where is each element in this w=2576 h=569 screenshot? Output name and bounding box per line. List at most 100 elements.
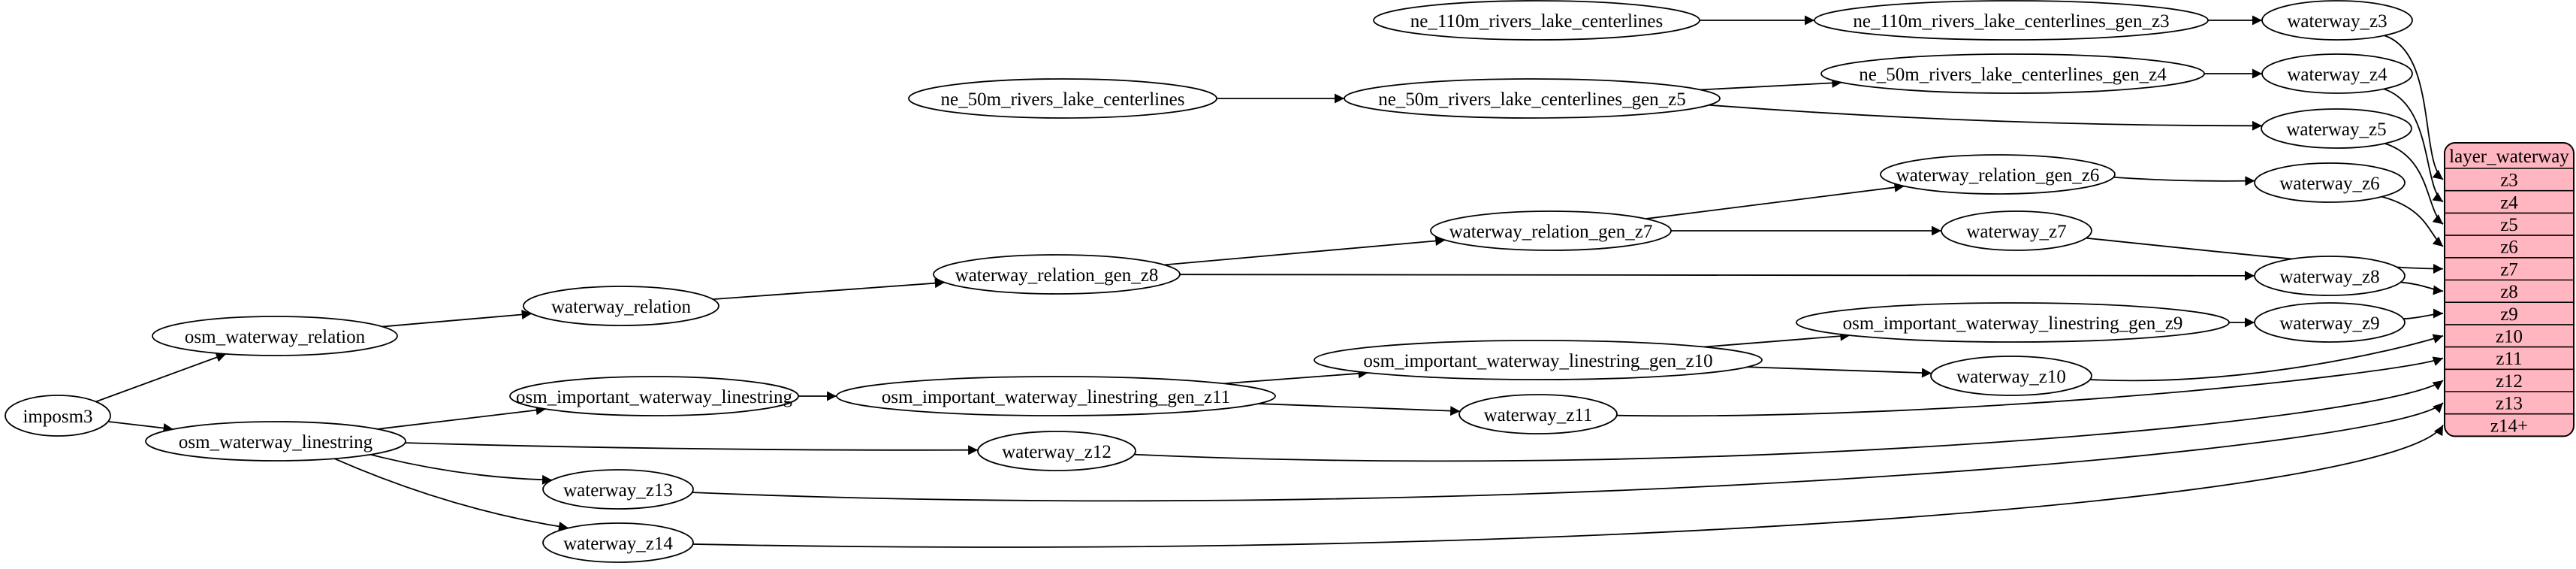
node-waterway_z5: waterway_z5 (2261, 108, 2412, 149)
node-waterway_z9-label: waterway_z9 (2279, 313, 2379, 334)
node-ne_110m_rivers_lake_centerlines_gen_z3-label: ne_110m_rivers_lake_centerlines_gen_z3 (1853, 11, 2169, 32)
node-ne_50m_rivers_lake_centerlines_gen_z5-label: ne_50m_rivers_lake_centerlines_gen_z5 (1378, 89, 1686, 110)
node-waterway_relation: waterway_relation (523, 286, 719, 326)
node-waterway_z12: waterway_z12 (977, 431, 1136, 471)
node-waterway_z12-shape (977, 431, 1136, 471)
node-ne_110m_rivers_lake_centerlines_gen_z3-shape (1814, 0, 2209, 41)
node-waterway_z8-shape (2254, 256, 2406, 296)
node-ne_110m_rivers_lake_centerlines-label: ne_110m_rivers_lake_centerlines (1410, 11, 1663, 32)
node-waterway_z4-shape (2261, 53, 2413, 94)
edge-osm_waterway_linestring-to-waterway_z12 (405, 442, 979, 456)
node-waterway_z9: waterway_z9 (2254, 302, 2406, 343)
edge-osm_important_waterway_linestring_gen_z11-to-waterway_z11 (1258, 403, 1461, 416)
node-waterway_z6: waterway_z6 (2254, 162, 2406, 203)
node-waterway_z3-label: waterway_z3 (2287, 11, 2387, 32)
node-imposm3: imposm3 (5, 395, 111, 437)
node-osm_waterway_relation-label: osm_waterway_relation (185, 327, 366, 347)
edge-imposm3-to-osm_waterway_linestring (107, 420, 173, 433)
edge-waterway_z9-to-layer_waterway-z9 (2403, 308, 2444, 320)
edge-waterway_z5-to-layer_waterway-z5 (2384, 143, 2444, 225)
edge-waterway_relation-to-waterway_relation_gen_z8 (713, 278, 945, 301)
node-waterway_relation_gen_z7-label: waterway_relation_gen_z7 (1449, 222, 1653, 242)
node-waterway_z7-label: waterway_z7 (1966, 222, 2066, 242)
node-waterway_z6-label: waterway_z6 (2279, 174, 2379, 194)
edge-ne_50m_rivers_lake_centerlines_gen_z5-to-ne_50m_rivers_lake_centerlines_gen_z4 (1700, 77, 1842, 91)
node-osm_important_waterway_linestring-shape (509, 376, 799, 416)
node-ne_50m_rivers_lake_centerlines-label: ne_50m_rivers_lake_centerlines (941, 89, 1185, 110)
record-row-z5: z5 (2500, 215, 2518, 235)
node-ne_110m_rivers_lake_centerlines-shape (1373, 0, 1700, 41)
node-waterway_z10-shape (1930, 356, 2092, 396)
record-row-z4: z4 (2500, 192, 2518, 213)
edge-waterway_z3-to-layer_waterway-z3 (2384, 35, 2444, 180)
record-row-z13: z13 (2496, 394, 2523, 414)
node-osm_waterway_linestring-label: osm_waterway_linestring (179, 432, 373, 452)
node-ne_110m_rivers_lake_centerlines: ne_110m_rivers_lake_centerlines (1373, 0, 1700, 41)
edge-waterway_z13-to-layer_waterway-z13 (692, 402, 2444, 502)
node-waterway_z13-shape (542, 469, 694, 510)
node-waterway_z4: waterway_z4 (2261, 53, 2413, 94)
node-ne_50m_rivers_lake_centerlines_gen_z5-shape (1344, 78, 1721, 119)
edge-waterway_z10-to-layer_waterway-z10 (2089, 334, 2444, 382)
node-waterway_z11-shape (1458, 394, 1618, 434)
edge-osm_important_waterway_linestring_gen_z11-to-osm_important_waterway_linestring_gen_z10 (1223, 368, 1368, 385)
node-waterway_relation_gen_z7: waterway_relation_gen_z7 (1430, 210, 1672, 251)
node-waterway_z7-shape (1941, 210, 2092, 251)
record-row-z8: z8 (2500, 282, 2518, 302)
node-imposm3-label: imposm3 (23, 407, 92, 427)
node-osm_important_waterway_linestring_gen_z9-shape (1796, 302, 2230, 343)
node-osm_waterway_linestring-shape (145, 421, 406, 462)
edge-layer (95, 15, 2444, 548)
node-layer: imposm3 osm_waterway_relation osm_waterway… (5, 0, 2413, 563)
edge-osm_important_waterway_linestring_gen_z10-to-waterway_z10 (1747, 366, 1932, 378)
node-osm_important_waterway_linestring_gen_z11-shape (836, 376, 1276, 416)
edge-ne_50m_rivers_lake_centerlines_gen_z5-to-waterway_z5 (1709, 104, 2263, 131)
node-waterway_z10-label: waterway_z10 (1956, 367, 2066, 387)
record-row-z10: z10 (2496, 327, 2523, 347)
record-row-z14+: z14+ (2490, 416, 2528, 436)
record-row-z3: z3 (2500, 171, 2518, 191)
node-ne_50m_rivers_lake_centerlines_gen_z5: ne_50m_rivers_lake_centerlines_gen_z5 (1344, 78, 1721, 119)
node-waterway_relation_gen_z8-shape (933, 254, 1181, 295)
node-osm_important_waterway_linestring_gen_z11: osm_important_waterway_linestring_gen_z1… (836, 376, 1276, 416)
node-waterway_z14-label: waterway_z14 (563, 534, 673, 554)
edge-imposm3-to-osm_waterway_relation (95, 353, 227, 403)
record-title: layer_waterway (2449, 147, 2569, 167)
node-imposm3-shape (5, 395, 111, 437)
node-waterway_z13-label: waterway_z13 (563, 480, 673, 501)
record-row-z7: z7 (2500, 259, 2518, 280)
edge-waterway_z14-to-layer_waterway-z14+ (692, 425, 2444, 548)
edge-waterway_z8-to-layer_waterway-z8 (2400, 281, 2444, 295)
edge-waterway_relation_gen_z8-to-waterway_z8 (1179, 271, 2255, 281)
node-osm_waterway_relation: osm_waterway_relation (152, 316, 398, 356)
node-waterway_z6-shape (2254, 162, 2406, 203)
record-layer_waterway: layer_waterwayz3z4z5z6z7z8z9z10z11z12z13… (2444, 142, 2574, 437)
edge-waterway_relation_gen_z6-to-waterway_z6 (2113, 176, 2255, 186)
edge-waterway_relation_gen_z8-to-waterway_relation_gen_z7 (1164, 236, 1446, 266)
node-waterway_z8-label: waterway_z8 (2279, 267, 2379, 287)
node-osm_important_waterway_linestring_gen_z10-shape (1314, 340, 1763, 380)
node-osm_important_waterway_linestring-label: osm_important_waterway_linestring (516, 387, 792, 407)
node-osm_important_waterway_linestring_gen_z9: osm_important_waterway_linestring_gen_z9 (1796, 302, 2230, 343)
node-waterway_z14: waterway_z14 (542, 522, 694, 563)
node-waterway_relation_gen_z8-label: waterway_relation_gen_z8 (955, 265, 1159, 286)
node-waterway_z3-shape (2261, 0, 2413, 41)
node-waterway_z11-label: waterway_z11 (1484, 405, 1593, 425)
node-waterway_relation-label: waterway_relation (551, 297, 692, 317)
node-osm_important_waterway_linestring_gen_z11-label: osm_important_waterway_linestring_gen_z1… (882, 387, 1230, 407)
node-waterway_relation_gen_z6-label: waterway_relation_gen_z6 (1896, 165, 2100, 186)
edge-waterway_z6-to-layer_waterway-z6 (2381, 195, 2444, 247)
node-waterway_relation_gen_z6-shape (1880, 154, 2116, 195)
node-waterway_z13: waterway_z13 (542, 469, 694, 510)
node-waterway_z10: waterway_z10 (1930, 356, 2092, 396)
node-waterway_relation-shape (523, 286, 719, 326)
edge-osm_important_waterway_linestring_gen_z10-to-osm_important_waterway_linestring_gen_z9 (1703, 331, 1851, 348)
edge-waterway_z4-to-layer_waterway-z4 (2383, 88, 2444, 203)
node-waterway_z5-shape (2261, 108, 2412, 149)
record-row-z12: z12 (2496, 371, 2523, 392)
node-waterway_z5-label: waterway_z5 (2286, 120, 2386, 140)
node-waterway_z14-shape (542, 522, 694, 563)
node-ne_50m_rivers_lake_centerlines_gen_z4-label: ne_50m_rivers_lake_centerlines_gen_z4 (1859, 65, 2167, 85)
edge-osm_waterway_linestring-to-osm_important_waterway_linestring (377, 405, 546, 430)
